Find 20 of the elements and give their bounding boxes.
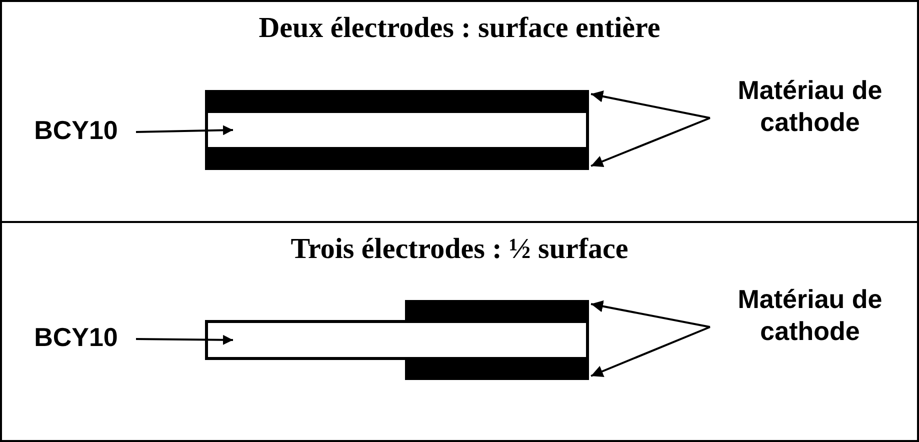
electrolyte-layer — [205, 110, 589, 150]
arrow — [590, 300, 710, 328]
arrow — [590, 326, 710, 377]
diagram-panel — [0, 221, 919, 442]
part-label: BCY10 — [20, 114, 132, 150]
electrode-layer — [205, 150, 589, 170]
electrolyte-layer — [205, 320, 589, 360]
arrow — [136, 125, 234, 136]
diagram-panel — [0, 0, 919, 223]
panel-title: Deux électrodes : surface entière — [258, 12, 662, 45]
part-label: BCY10 — [20, 321, 132, 357]
arrow — [136, 334, 234, 345]
part-label: Matériau de cathode — [702, 283, 918, 351]
arrow — [590, 117, 710, 168]
electrode-layer — [405, 300, 589, 320]
panel-title: Trois électrodes : ½ surface — [290, 233, 630, 266]
electrode-layer — [405, 360, 589, 380]
part-label: Matériau de cathode — [702, 74, 918, 142]
arrow — [590, 90, 710, 119]
electrode-layer — [205, 90, 589, 110]
